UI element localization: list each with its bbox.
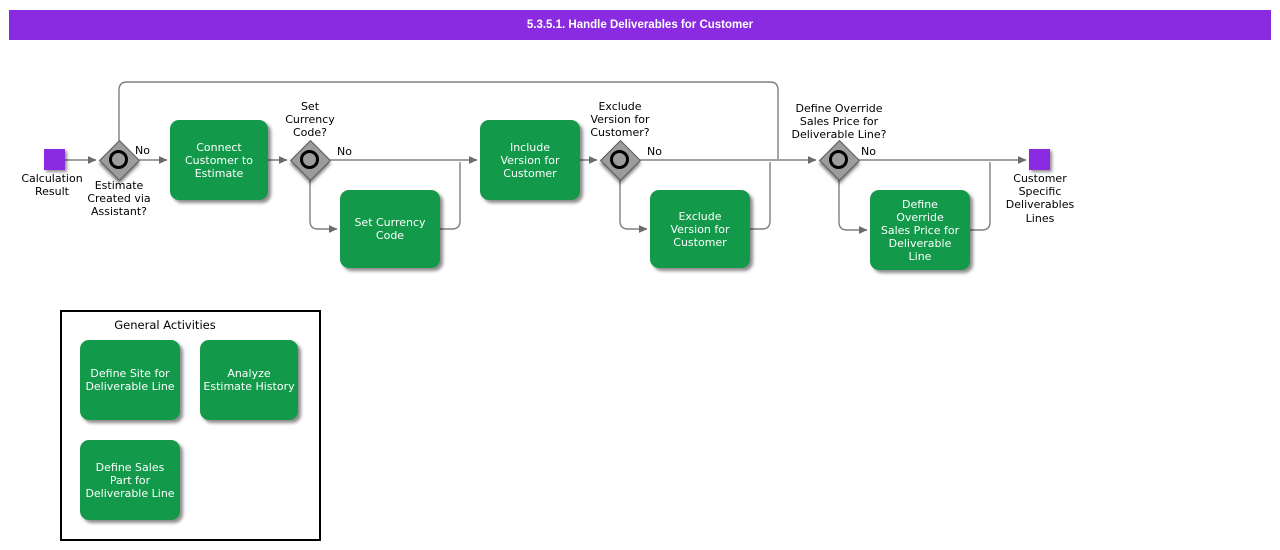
start-node-label: Calculation Result [21, 172, 83, 199]
task-label: Define Site for Deliverable Line [85, 367, 175, 393]
gateway-estimate-created-label: Estimate Created via Assistant? [87, 179, 151, 219]
task-include-version-for-customer[interactable]: Include Version for Customer [480, 120, 580, 200]
gateway-ring-icon [300, 150, 319, 169]
task-label: Define Override Sales Price for Delivera… [880, 197, 960, 263]
gateway-exclude-version [599, 139, 642, 182]
branch-label-no-4: No [861, 145, 876, 158]
end-node [1029, 149, 1050, 170]
gateway-set-currency-code [289, 139, 332, 182]
task-label: Analyze Estimate History [203, 367, 295, 393]
connector-task5-merge [970, 162, 991, 231]
connector-gw3-down [619, 179, 648, 233]
connector-gw4-down [838, 179, 868, 234]
task-define-site-for-deliverable-line[interactable]: Define Site for Deliverable Line [80, 340, 180, 420]
start-node [44, 149, 65, 170]
task-label: Set Currency Code [354, 216, 426, 242]
gateway-ring-icon [829, 150, 848, 169]
general-activities-title: General Activities [114, 318, 216, 332]
connector-gw2-down [309, 179, 338, 233]
task-label: Define Sales Part for Deliverable Line [85, 460, 175, 500]
task-define-override-sales-price[interactable]: Define Override Sales Price for Delivera… [870, 190, 970, 270]
end-node-label: Customer Specific Deliverables Lines [1005, 172, 1075, 225]
task-label: Connect Customer to Estimate [185, 140, 253, 180]
task-label: Include Version for Customer [500, 140, 560, 180]
title-bar: 5.3.5.1. Handle Deliverables for Custome… [9, 10, 1271, 40]
gateway-ring-icon [610, 150, 629, 169]
task-set-currency-code[interactable]: Set Currency Code [340, 190, 440, 268]
task-label: Exclude Version for Customer [670, 209, 730, 249]
branch-label-no-1: No [135, 144, 150, 157]
task-connect-customer-to-estimate[interactable]: Connect Customer to Estimate [170, 120, 268, 200]
gateway-exclude-version-label: Exclude Version for Customer? [590, 100, 650, 140]
gateway-estimate-created [98, 139, 141, 182]
connector-task2-merge [440, 162, 461, 230]
branch-label-no-3: No [647, 145, 662, 158]
gateway-define-override-price [818, 139, 861, 182]
gateway-define-override-price-label: Define Override Sales Price for Delivera… [791, 102, 887, 142]
branch-label-no-2: No [337, 145, 352, 158]
connector-task4-merge [750, 162, 771, 230]
task-analyze-estimate-history[interactable]: Analyze Estimate History [200, 340, 298, 420]
gateway-ring-icon [109, 150, 128, 169]
page-title: 5.3.5.1. Handle Deliverables for Custome… [526, 19, 754, 31]
task-exclude-version-for-customer[interactable]: Exclude Version for Customer [650, 190, 750, 268]
task-define-sales-part-for-deliverable-line[interactable]: Define Sales Part for Deliverable Line [80, 440, 180, 520]
gateway-set-currency-code-label: Set Currency Code? [285, 100, 335, 140]
